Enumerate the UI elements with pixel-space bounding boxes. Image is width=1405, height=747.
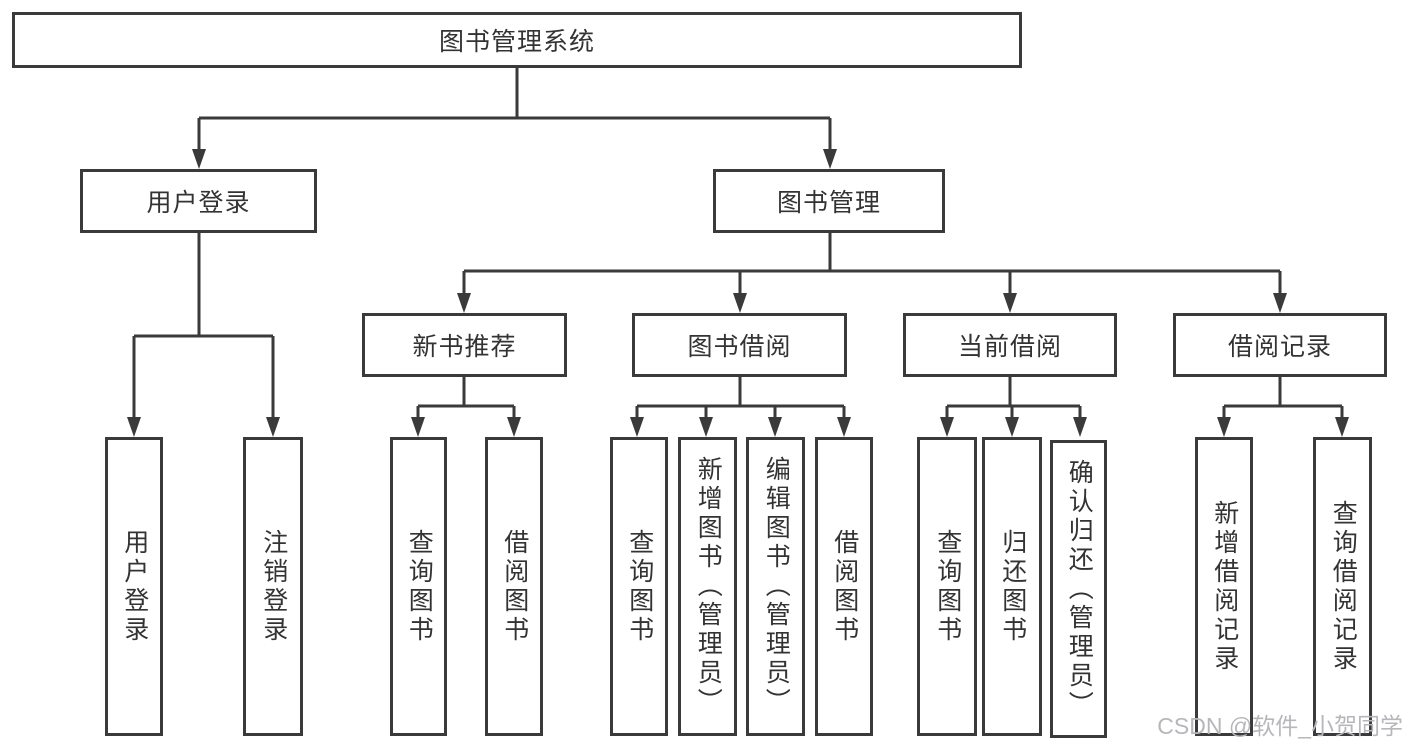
node-book-mgmt: 图书管理 xyxy=(713,169,945,233)
connector-new-book-rec-branch xyxy=(411,377,521,437)
node-leaf-br-query-record: 查询借阅记录 xyxy=(1313,437,1372,736)
node-leaf-cb-return-book-label: 归还图书 xyxy=(998,528,1027,645)
connector-borrow-record-branch xyxy=(1217,377,1349,437)
node-leaf-user-login-label: 用户登录 xyxy=(120,528,149,645)
node-leaf-rec-query-book: 查询图书 xyxy=(390,437,447,736)
node-leaf-rec-borrow-book-label: 借阅图书 xyxy=(500,528,529,645)
node-current-borrow-label: 当前借阅 xyxy=(957,333,1062,361)
node-leaf-rec-borrow-book: 借阅图书 xyxy=(485,437,543,736)
node-leaf-br-add-record-label: 新增借阅记录 xyxy=(1210,499,1239,674)
node-leaf-rec-query-book-label: 查询图书 xyxy=(405,528,434,645)
node-leaf-cb-confirm-return-admin-label: 确认归还（管理员） xyxy=(1065,458,1094,720)
node-leaf-bb-add-book-admin-label: 新增图书（管理员） xyxy=(694,456,723,717)
connector-current-borrow-branch xyxy=(940,377,1087,437)
node-current-borrow: 当前借阅 xyxy=(903,313,1117,377)
node-new-book-rec-label: 新书推荐 xyxy=(412,333,517,361)
node-borrow-record: 借阅记录 xyxy=(1173,313,1387,377)
node-user-login-label: 用户登录 xyxy=(146,189,251,217)
node-leaf-logout: 注销登录 xyxy=(243,437,303,736)
node-borrow-record-label: 借阅记录 xyxy=(1227,333,1332,361)
connector-user-login-branch xyxy=(127,233,280,437)
node-leaf-bb-query-book: 查询图书 xyxy=(610,437,668,736)
node-leaf-logout-label: 注销登录 xyxy=(259,528,288,645)
node-leaf-bb-query-book-label: 查询图书 xyxy=(625,528,654,645)
node-leaf-user-login: 用户登录 xyxy=(105,437,163,736)
node-leaf-bb-edit-book-admin: 编辑图书（管理员） xyxy=(746,437,805,736)
node-leaf-br-query-record-label: 查询借阅记录 xyxy=(1329,499,1358,674)
node-leaf-bb-edit-book-admin-label: 编辑图书（管理员） xyxy=(762,456,791,717)
node-leaf-cb-confirm-return-admin: 确认归还（管理员） xyxy=(1050,440,1107,738)
node-book-mgmt-label: 图书管理 xyxy=(776,189,881,217)
node-leaf-bb-borrow-book-label: 借阅图书 xyxy=(830,528,859,645)
node-leaf-cb-query-book: 查询图书 xyxy=(917,437,977,736)
node-book-borrow: 图书借阅 xyxy=(632,313,847,377)
connector-root-branch xyxy=(192,68,837,169)
node-new-book-rec: 新书推荐 xyxy=(362,313,567,377)
connector-book-borrow-branch xyxy=(630,377,851,437)
node-leaf-br-add-record: 新增借阅记录 xyxy=(1195,437,1253,736)
node-user-login: 用户登录 xyxy=(80,169,317,233)
node-root-system: 图书管理系统 xyxy=(12,12,1022,68)
node-leaf-cb-return-book: 归还图书 xyxy=(982,437,1042,736)
node-root-system-label: 图书管理系统 xyxy=(438,28,595,56)
node-leaf-cb-query-book-label: 查询图书 xyxy=(933,528,962,645)
node-leaf-bb-add-book-admin: 新增图书（管理员） xyxy=(678,437,737,736)
connector-book-mgmt-branch xyxy=(457,233,1287,313)
node-book-borrow-label: 图书借阅 xyxy=(687,333,792,361)
node-leaf-bb-borrow-book: 借阅图书 xyxy=(815,437,873,736)
